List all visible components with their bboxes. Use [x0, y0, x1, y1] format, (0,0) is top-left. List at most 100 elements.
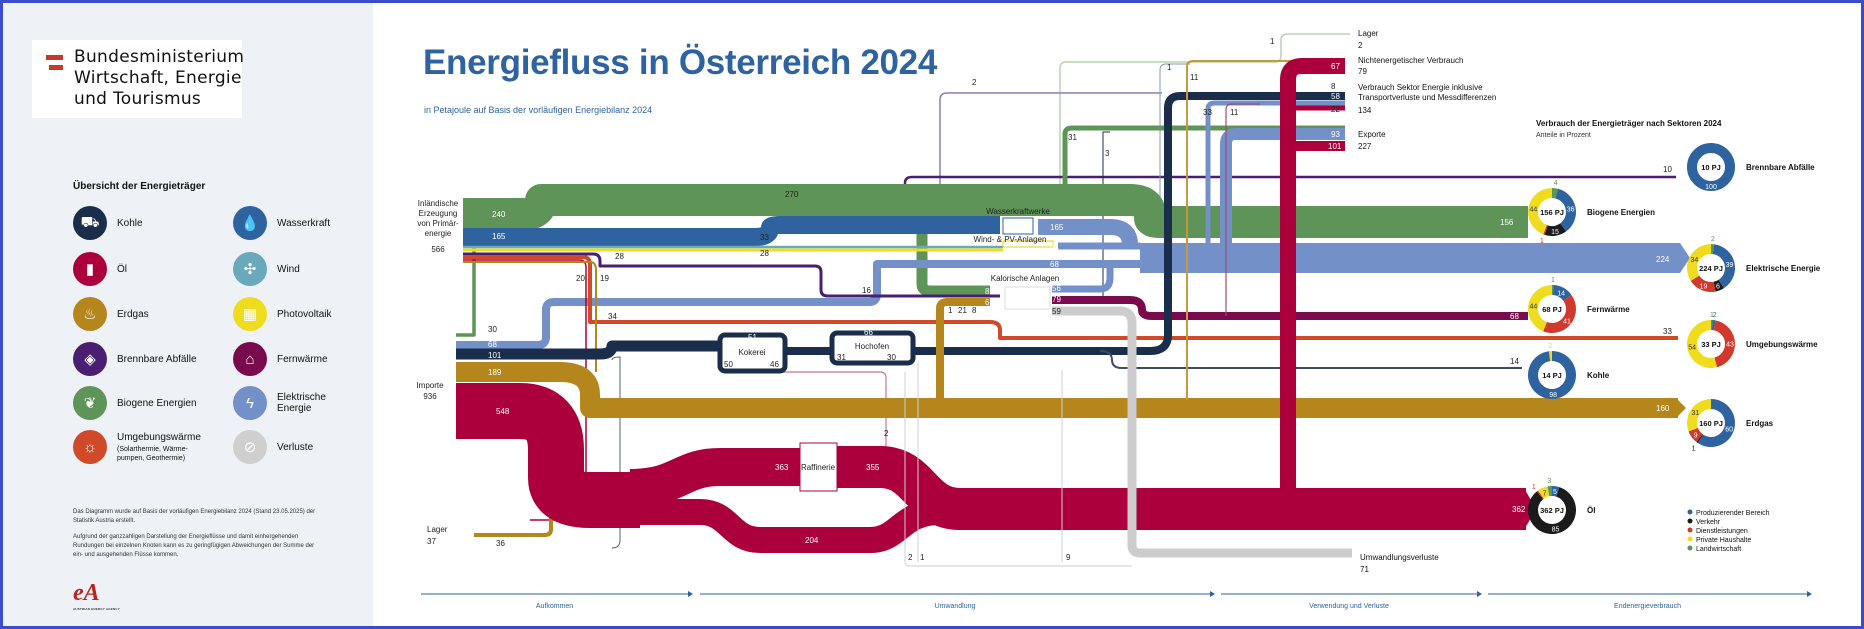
donut-segment-label: 39 [1726, 262, 1734, 269]
austria-flag-icon-stripe [49, 65, 63, 70]
solar-panel-icon: ▦ [233, 297, 267, 331]
flow-value-wind: 33 [760, 233, 769, 242]
heat-pump-icon: ☼ [73, 430, 107, 464]
flow-value-final-amb: 33 [1663, 327, 1672, 336]
donut-total: 160 PJ [1699, 419, 1723, 428]
flow-value-imp-oil: 548 [496, 407, 510, 416]
legend-dot [1687, 509, 1693, 515]
legend-item-water-drop: 💧Wasserkraft [233, 206, 330, 240]
flow-value-imp-bio: 30 [488, 325, 497, 334]
donut-segment-land [1552, 188, 1558, 199]
imports-label: Importe [416, 381, 444, 390]
donut-segment-haushalte [1686, 399, 1711, 432]
sector-legend-label: Private Haushalte [1696, 537, 1751, 544]
page-subtitle: in Petajoule auf Basis der vorläufigen E… [424, 105, 653, 115]
donut-segment-prod [1712, 244, 1736, 289]
gas-flame-icon: ♨ [73, 297, 107, 331]
flow-value-loss-a: 2 [908, 553, 913, 562]
phase-label: Verwendung und Verluste [1309, 603, 1389, 610]
legend-item-coal-cart: ⛟Kohle [73, 206, 143, 240]
flow-value-elec-export: 93 [1331, 130, 1340, 139]
donut-total: 156 PJ [1540, 208, 1564, 217]
legend-label: Kohle [117, 217, 143, 229]
flow-value-elec-sector: 33 [1203, 108, 1212, 117]
donut-segment-label: 3 [1547, 478, 1551, 485]
flow-value-final-oil: 362 [1512, 505, 1526, 514]
domestic-label: von Primär- [417, 219, 459, 228]
flow-oil-refinery-out [837, 446, 1526, 530]
ministry-name-line: und Tourismus [74, 89, 202, 109]
flow-coal-final [1099, 350, 1522, 369]
node-label-blast-furnace: Hochofen [855, 342, 889, 351]
out-sector-label: Transportverluste und Messdifferenzen [1358, 93, 1496, 102]
flow-value-final-heat: 68 [1510, 312, 1519, 321]
flow-value-loss-c: 9 [1066, 553, 1071, 562]
overview-title: Übersicht der Energieträger [73, 181, 206, 192]
donut-segment-label: 9 [1694, 432, 1698, 439]
donut-segment-label: 1 [1551, 277, 1555, 284]
donut-segment-haushalte [1538, 486, 1550, 499]
phase-label: Endenergieverbrauch [1614, 603, 1681, 610]
node-wasserkraftwerke [1002, 217, 1034, 235]
flow-waste-top [939, 92, 1162, 200]
flow-value-ref-out: 355 [866, 463, 880, 472]
legend-item-oil-lamp: ▮Öl [73, 252, 127, 286]
legend-label: Photovoltaik [277, 308, 332, 320]
flow-coal-thin [611, 356, 621, 549]
legend-label: Wasserkraft [277, 217, 330, 229]
out-exports-total: 227 [1358, 142, 1372, 151]
legend-item-gas-flame: ♨Erdgas [73, 297, 149, 331]
donut-segment-label: 1 [1710, 312, 1714, 319]
flow-waste-final [903, 175, 1676, 200]
donut-total: 224 PJ [1699, 264, 1723, 273]
donut-segment-prod [1697, 399, 1735, 448]
donut-segment-label: 44 [1529, 206, 1537, 213]
agency-name: AUSTRIAN ENERGY AGENCY [73, 607, 120, 611]
flow-heat-sector [1225, 103, 1260, 316]
node-label-hydro: Wasserkraftwerke [986, 207, 1050, 216]
oil-lamp-icon: ▮ [73, 252, 107, 286]
node-kokerei [717, 332, 788, 374]
sector-legend-item: Private Haushalte [1687, 536, 1751, 544]
sector-legend-item: Verkehr [1687, 518, 1721, 526]
page-title: Energiefluss in Österreich 2024 [423, 43, 937, 82]
donut-segment-dienst [1690, 275, 1716, 292]
storage-in-total: 37 [427, 537, 436, 546]
flow-value-bf-out: 30 [887, 353, 896, 362]
donut-segment-verkehr [1544, 223, 1567, 237]
flow-value-ref-in: 363 [775, 463, 789, 472]
donut-segment-label: 85 [1552, 527, 1560, 534]
flow-loss-a [904, 372, 1132, 567]
phase-label: Aufkommen [536, 603, 573, 610]
donut-segment-label: 98 [1549, 392, 1557, 399]
district-heat-icon: ⌂ [233, 342, 267, 376]
donut-segment-dienst [1543, 225, 1548, 235]
donut-total: 14 PJ [1542, 371, 1562, 380]
austria-flag-icon [46, 55, 63, 60]
donut-total: 362 PJ [1540, 506, 1564, 515]
donut-segment-label: 2 [1713, 312, 1717, 319]
flow-value-storage-out: 1 [1270, 37, 1275, 46]
legend-dot [1687, 518, 1693, 524]
donut-segment-label: 43 [1726, 341, 1734, 348]
flow-gas-domestic [463, 261, 597, 372]
flow-value-t8: 8 [972, 306, 977, 315]
node-label-refinery: Raffinerie [801, 463, 836, 472]
legend-label: Fernwärme [277, 353, 328, 365]
flow-waste [463, 252, 1000, 298]
agency-mark: eA [73, 580, 100, 606]
node-wind-pv [1002, 240, 1054, 248]
wind-turbine-icon: ✣ [233, 252, 267, 286]
flow-value-final-bio: 156 [1500, 218, 1514, 227]
flow-value-bf-top: 66 [864, 328, 873, 337]
flow-value-bio-export: 31 [1068, 133, 1077, 142]
flow-value-t1: 1 [948, 306, 953, 315]
node-label-thermal: Kalorische Anlagen [991, 274, 1060, 283]
flow-value-storage-gas: 36 [496, 539, 505, 548]
legend-label: Biogene Energien [117, 397, 197, 409]
arrow-elec-final [1680, 243, 1690, 273]
donut-segment-label: 54 [1688, 344, 1696, 351]
flow-hydro-elec [1038, 219, 1138, 246]
flow-value-oil-export: 101 [1328, 142, 1342, 151]
